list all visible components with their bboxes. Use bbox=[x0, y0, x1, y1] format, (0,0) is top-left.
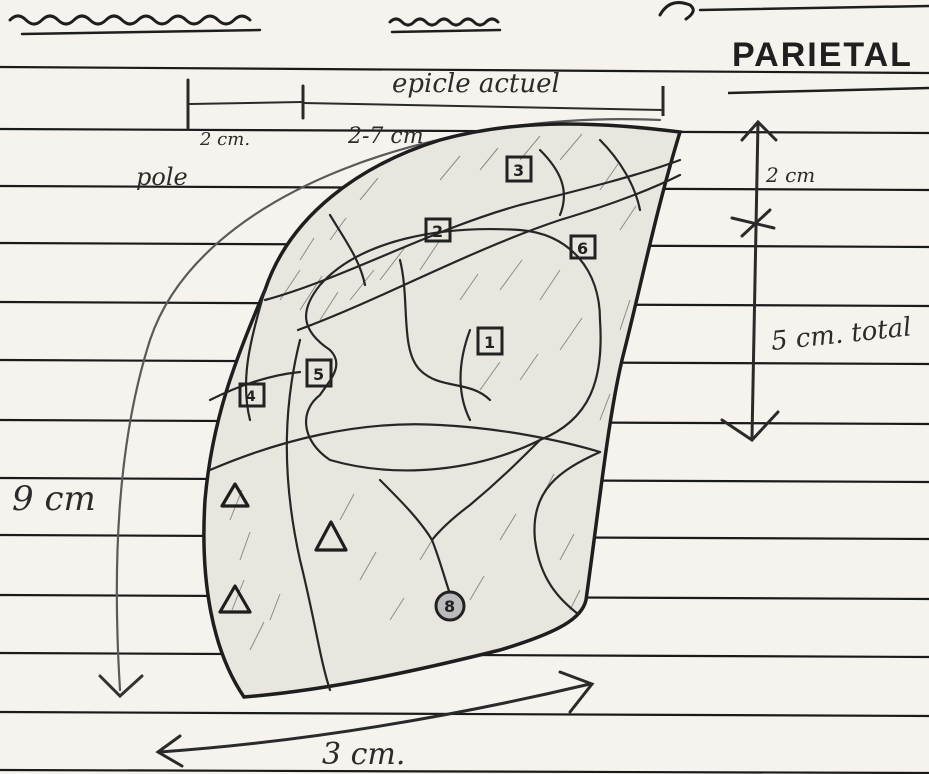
svg-text:2: 2 bbox=[432, 222, 443, 241]
title-underline bbox=[728, 88, 929, 93]
label-epicle-actuel: epicle actuel bbox=[392, 69, 560, 99]
label-2cm-top: 2 cm. bbox=[199, 129, 250, 150]
skull-fragment: 3 2 6 1 5 4 bbox=[204, 124, 680, 697]
svg-text:8: 8 bbox=[444, 597, 455, 616]
label-3cm: 3 cm. bbox=[322, 737, 405, 772]
svg-text:5: 5 bbox=[313, 365, 324, 384]
svg-text:6: 6 bbox=[577, 239, 588, 258]
svg-text:1: 1 bbox=[484, 333, 495, 352]
label-5cm-total: 5 cm. total bbox=[770, 312, 913, 357]
label-27cm: 2-7 cm bbox=[347, 124, 424, 149]
label-pole: pole bbox=[136, 163, 188, 191]
marker-circle-8: 8 bbox=[436, 592, 464, 620]
top-scribbles bbox=[10, 3, 929, 34]
parietal-title: PARIETAL bbox=[732, 36, 913, 74]
svg-text:4: 4 bbox=[246, 389, 256, 405]
dimension-bracket-2cm bbox=[188, 80, 303, 128]
label-9cm: 9 cm bbox=[12, 479, 96, 519]
label-2cm-right: 2 cm bbox=[765, 163, 815, 187]
svg-text:3: 3 bbox=[513, 161, 524, 180]
